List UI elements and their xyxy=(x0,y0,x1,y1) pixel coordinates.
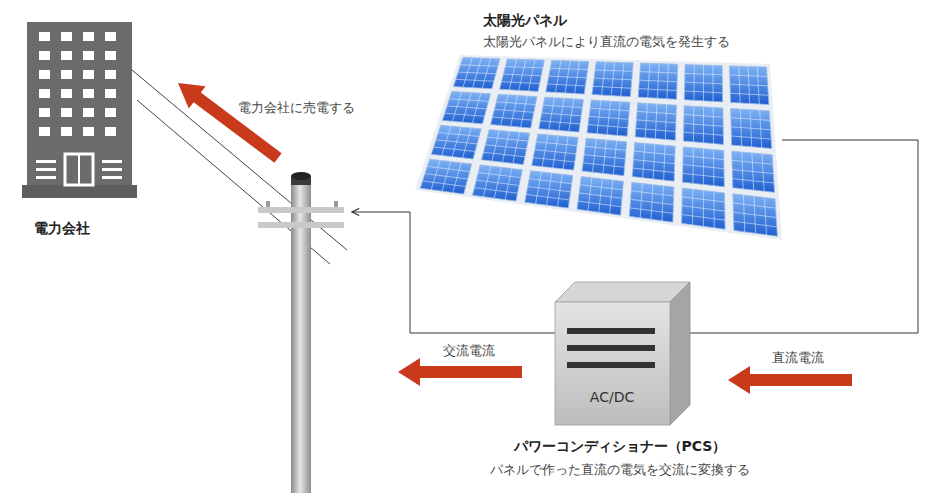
pcs-face-label: AC/DC xyxy=(590,389,634,406)
dc-arrow xyxy=(728,366,852,394)
solar-cells xyxy=(415,55,782,240)
pcs-cube xyxy=(555,282,690,425)
sell-label: 電力会社に売電する xyxy=(238,100,355,116)
pcs-unit: AC/DCパワーコンディショナー（PCS）パネルで作った直流の電気を交流に変換す… xyxy=(555,282,690,425)
dc-label: 直流電流 xyxy=(772,350,824,366)
sell-arrow xyxy=(178,83,282,163)
solar-panel-drawing xyxy=(415,50,782,242)
company-label: 電力会社 xyxy=(34,220,90,237)
ac-arrow xyxy=(398,358,522,386)
building-icon xyxy=(22,22,137,198)
panel-title: 太陽光パネル xyxy=(483,12,567,29)
utility-pole xyxy=(258,172,344,493)
power-company-drawing xyxy=(22,20,137,200)
panel-description: 太陽光パネルにより直流の電気を発生する xyxy=(483,34,730,50)
power-company: 電力会社 xyxy=(22,20,137,200)
power-line xyxy=(132,70,347,250)
pcs-title: パワーコンディショナー（PCS） xyxy=(514,438,727,455)
pcs-description: パネルで作った直流の電気を交流に変換する xyxy=(490,462,750,478)
feed-arrow xyxy=(352,212,555,333)
ac-label: 交流電流 xyxy=(443,343,495,359)
solar-panel: 太陽光パネル太陽光パネルにより直流の電気を発生する xyxy=(415,50,782,242)
